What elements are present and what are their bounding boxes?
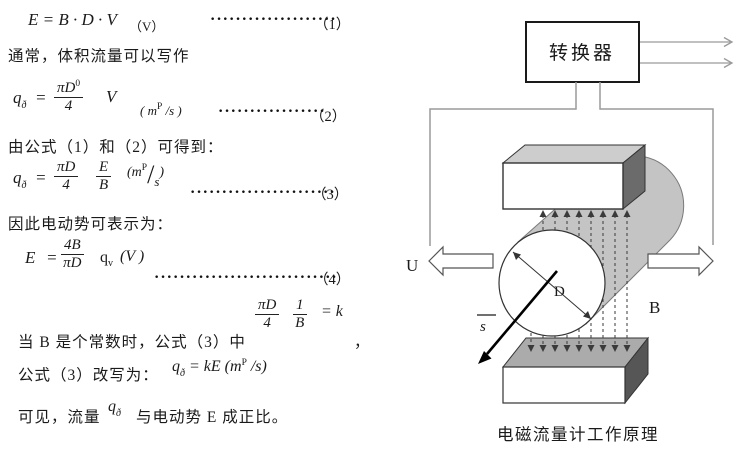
fraction-numerator: E (96, 159, 112, 177)
unit-superscript: P (156, 102, 163, 112)
fraction-numerator: 1 (293, 297, 307, 315)
field-arrowheads-down (527, 345, 631, 352)
left-hollow-arrow (428, 245, 494, 277)
bottom-pole-top-face (501, 337, 650, 368)
flowmeter-diagram: 转换器 U B D s 电磁流量计工作原理 (406, 21, 734, 444)
formula-1-dots: ···················· (210, 11, 337, 28)
inline-fraction-2: 1 B (293, 297, 307, 332)
formula-4-dots: ····························· (154, 269, 338, 286)
bottom-pole-front-face (502, 366, 626, 404)
top-pole-top-face (501, 144, 647, 164)
q-subscript: v (108, 258, 113, 269)
numerator-superscript: 0 (75, 79, 81, 89)
formula-3-dots: ······················· (190, 184, 336, 201)
fraction-denominator: πD (63, 254, 82, 271)
paragraph-conclusion-a: 可见，流量 (18, 409, 101, 426)
fraction-denominator: 4 (263, 314, 271, 331)
q-subscript: ð (21, 100, 27, 111)
paragraph-rewrite: 公式（3）改写为： (18, 367, 159, 384)
paragraph-constant-b: 当 B 是个常数时，公式（3）中 (18, 334, 246, 351)
s-label: s (480, 319, 486, 335)
output-signal-arrows (640, 36, 734, 69)
top-pole-front-face (502, 162, 624, 210)
formula-2-v: V (106, 87, 117, 106)
formula-3-fraction-2: E B (96, 159, 112, 194)
fraction-numerator: πD (54, 159, 79, 177)
paragraph-from-formulas: 由公式（1）和（2）可得到： (8, 139, 224, 156)
unit-superscript: P (141, 163, 148, 173)
fraction-numerator: πD0 (54, 79, 84, 98)
formula-2-number: （2） (310, 109, 347, 125)
fraction-numerator: 4B (61, 237, 84, 255)
formula-1-math: E = B · D · V (28, 10, 117, 29)
fraction-numerator: πD (255, 297, 280, 315)
formula-2-fraction: πD0 4 (54, 79, 84, 115)
unit-s: s (154, 174, 160, 189)
formula-kE: qð = kE (mP /s) (172, 358, 267, 379)
equals-k: = k (321, 303, 343, 320)
formula-4-unit: (V ) (120, 248, 145, 265)
diameter-arrowhead-end (583, 311, 591, 319)
formula-4-qv: qv (100, 249, 113, 269)
paragraph-conclusion-b: 与电动势 E 成正比。 (136, 409, 289, 426)
paragraph-emf: 因此电动势可表示为： (8, 216, 174, 233)
formula-3-unit: (mP/s) (127, 160, 165, 190)
conclusion-q: qð (108, 398, 121, 419)
right-hollow-arrow (647, 245, 714, 277)
diagram-caption: 电磁流量计工作原理 (497, 425, 659, 444)
formula-2-dots: ················· (218, 103, 326, 120)
fraction-denominator: B (295, 314, 305, 331)
formula-3-fraction-1: πD 4 (54, 159, 79, 194)
d-label: D (554, 284, 565, 300)
formula-4-fraction: 4B πD (61, 237, 84, 272)
fraction-denominator: B (99, 176, 109, 193)
q-symbol: q (13, 168, 22, 187)
formula-4-lhs: E (25, 248, 36, 267)
converter-label: 转换器 (549, 42, 615, 64)
inline-fraction-1: πD 4 (255, 297, 280, 332)
b-label: B (649, 298, 660, 317)
field-arrowheads-up (539, 210, 631, 217)
formula-3-lhs: qð (13, 168, 27, 191)
diameter-line (512, 251, 592, 320)
unit-slash: / (147, 160, 155, 189)
flow-arrowhead (478, 351, 492, 364)
fraction-denominator: 4 (64, 97, 73, 114)
formula-2-lhs: qð (13, 88, 27, 111)
paragraph-volume-flow: 通常，体积流量可以写作 (8, 48, 190, 65)
electrode-wires (429, 82, 714, 246)
formula-3-equals: = (35, 168, 47, 187)
formula-2-equals: = (35, 88, 47, 107)
q-subscript: ð (116, 408, 121, 419)
formula-2-unit: ( mP /s ) (140, 102, 182, 118)
formula-4-number: （4） (314, 272, 351, 288)
comma: ， (354, 334, 371, 351)
formula-4-equals: = (46, 248, 58, 267)
formula-3-number: （3） (312, 187, 349, 203)
fraction-denominator: 4 (62, 176, 70, 193)
diameter-arrowhead-start (513, 252, 521, 260)
formula-1-unit: （V） (129, 19, 165, 34)
q-subscript: ð (21, 180, 27, 191)
formula-1-number: （1） (314, 17, 351, 33)
converter-box (525, 21, 640, 83)
q-subscript: ð (180, 368, 185, 379)
unit-superscript: P (241, 358, 247, 368)
flow-arrow-shaft (486, 270, 558, 355)
q-symbol: q (13, 88, 22, 107)
u-label: U (406, 256, 418, 275)
